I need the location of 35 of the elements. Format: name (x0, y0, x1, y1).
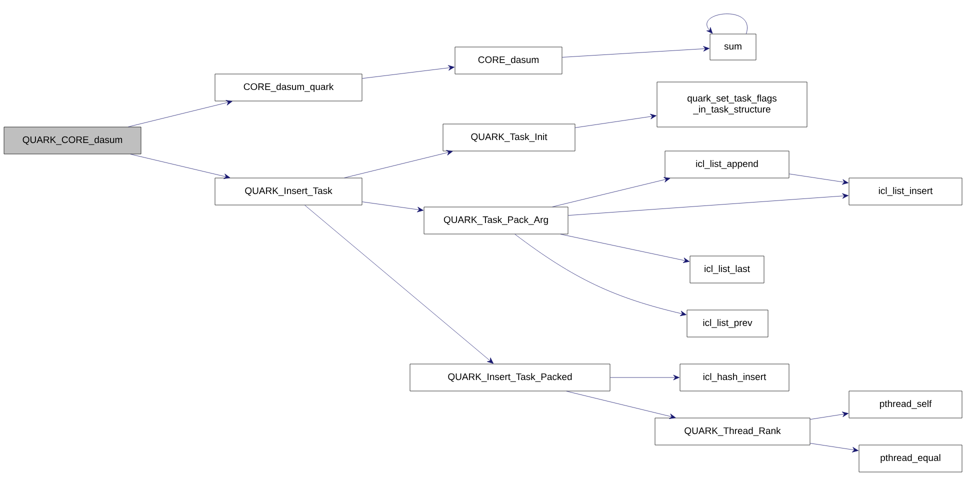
function-box: QUARK_Insert_Task_Packed (410, 364, 610, 392)
function-box: QUARK_CORE_dasum (4, 126, 142, 154)
function-box: icl_list_append (664, 150, 790, 178)
arrow (789, 174, 848, 185)
function-box: icl_list_insert (848, 178, 962, 206)
arrow (568, 193, 848, 216)
arrow (610, 374, 680, 380)
function-box: CORE_dasum_quark (214, 74, 362, 102)
arrow (304, 205, 494, 364)
function-box: pthread_self (848, 390, 962, 418)
arrow (514, 234, 687, 316)
function-box: icl_list_prev (686, 310, 768, 338)
function-box: sum (710, 34, 756, 60)
arrow (566, 391, 676, 419)
arrow (128, 100, 232, 127)
arrow (706, 14, 748, 34)
function-box: icl_list_last (690, 256, 764, 284)
function-box: QUARK_Thread_Rank (654, 418, 810, 446)
arrow (560, 234, 690, 263)
arrow (810, 443, 858, 452)
function-box: CORE_dasum (454, 46, 562, 74)
function-box: QUARK_Insert_Task (214, 178, 362, 206)
function-box: icl_hash_insert (680, 364, 790, 392)
arrow (810, 412, 848, 420)
arrow (575, 114, 656, 128)
arrow (362, 65, 454, 79)
function-box: quark_set_task_flags _in_task_structure (656, 82, 808, 128)
arrow (562, 46, 710, 58)
arrow (362, 202, 424, 212)
function-box: pthread_equal (858, 444, 962, 472)
function-box: QUARK_Task_Init (442, 124, 576, 152)
arrow (130, 154, 230, 179)
arrow (552, 177, 670, 207)
arrow (344, 150, 453, 178)
function-box: QUARK_Task_Pack_Arg (424, 206, 568, 234)
